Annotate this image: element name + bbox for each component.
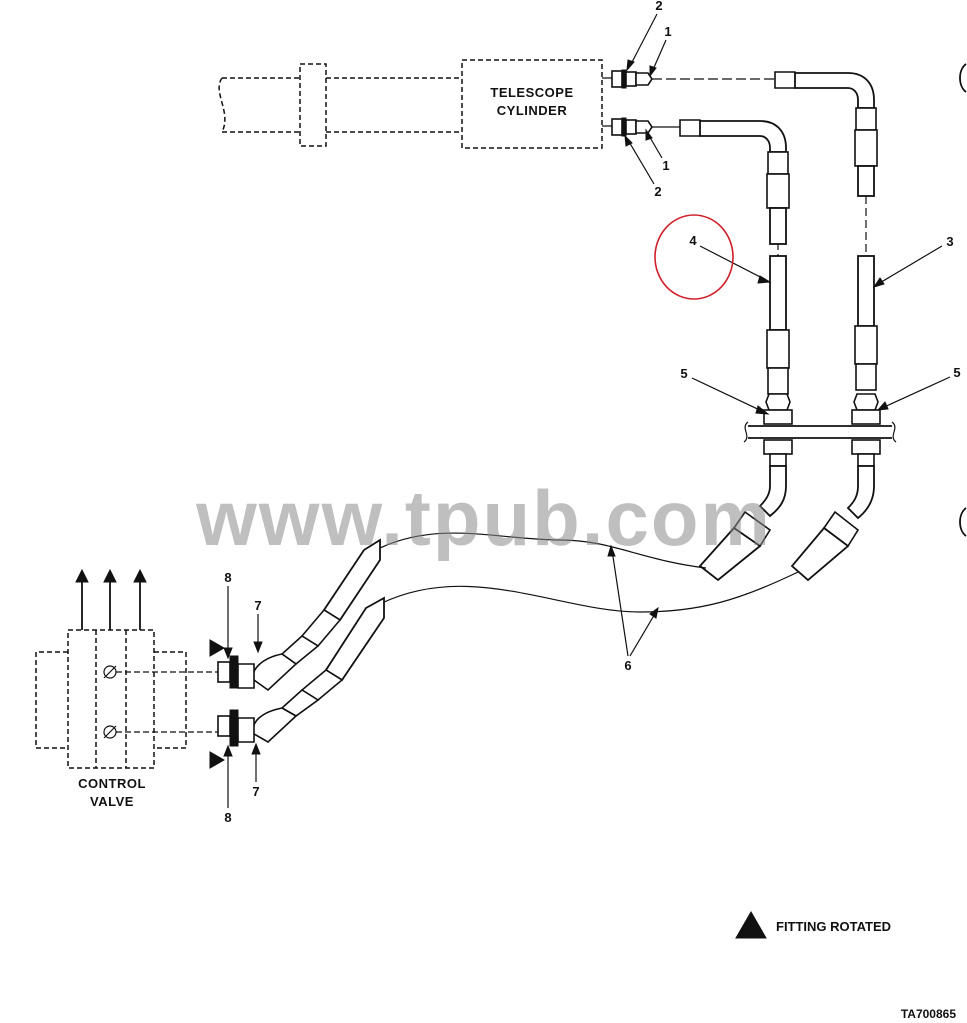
figure-code: TA700865	[901, 1007, 956, 1021]
callout-6: 6	[624, 658, 631, 673]
callout-4: 4	[689, 233, 697, 248]
hose-6-upper	[280, 465, 787, 666]
bulkhead-plate	[743, 393, 897, 467]
callout-8-upper: 8	[224, 570, 231, 585]
callouts: 2 1 1 2 3 4 5 5 6	[223, 0, 961, 825]
callout-1-top: 1	[664, 24, 671, 39]
telescope-label-line1: TELESCOPE	[490, 85, 573, 100]
fitting-rotated-legend-icon	[735, 910, 767, 939]
fitting-rotated-marker-lower	[209, 751, 226, 769]
callout-5-right: 5	[953, 365, 960, 380]
fitting-rotated-marker-upper	[209, 639, 226, 657]
telescope-cylinder: TELESCOPE CYLINDER	[218, 59, 603, 149]
highlight-circle	[654, 214, 734, 300]
control-valve-label-line1: CONTROL	[78, 776, 146, 791]
callout-8-lower: 8	[224, 810, 231, 825]
callout-2-top: 2	[655, 0, 662, 13]
control-valve-fittings	[209, 639, 298, 769]
edge-mark-top	[959, 63, 967, 93]
callout-3: 3	[946, 234, 953, 249]
watermark: www.tpub.com	[195, 474, 772, 562]
legend-label: FITTING ROTATED	[776, 919, 891, 934]
control-valve: CONTROL VALVE	[35, 568, 218, 809]
callout-7-upper: 7	[254, 598, 261, 613]
hose-6-lower	[280, 465, 875, 717]
telescope-label-line2: CYLINDER	[497, 103, 568, 118]
edge-mark-mid	[959, 507, 967, 537]
callout-5-left: 5	[680, 366, 687, 381]
legend: FITTING ROTATED	[735, 910, 891, 939]
hose-4	[652, 119, 790, 395]
callout-7-lower: 7	[252, 784, 259, 799]
cylinder-fittings	[602, 69, 653, 137]
hose-3	[652, 71, 878, 391]
control-valve-label-line2: VALVE	[90, 794, 134, 809]
callout-1-bottom: 1	[662, 158, 669, 173]
callout-2-bottom: 2	[654, 184, 661, 199]
